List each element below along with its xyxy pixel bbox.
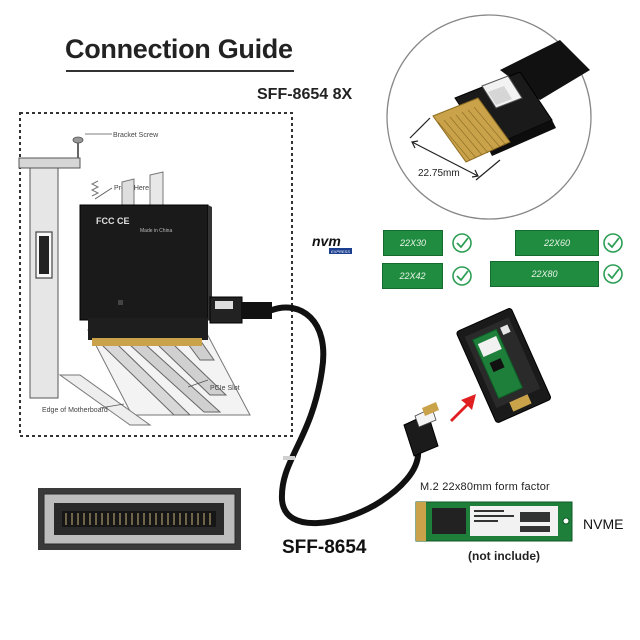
title-underline (66, 70, 294, 72)
module-22x42: 22X42 (382, 263, 443, 289)
press-spring-icon (90, 180, 100, 197)
module-22x80: 22X80 (490, 261, 599, 287)
module-22x30: 22X30 (383, 230, 443, 256)
card-gold-fingers (92, 338, 202, 346)
nvm-logo-subtext: EXPRESS (331, 249, 350, 254)
card-fcc-ce: FCC CE (96, 216, 130, 226)
form-factor-label: M.2 22x80mm form factor (420, 481, 550, 493)
dimension-line (409, 117, 501, 181)
check-circle-icon (603, 264, 623, 284)
port-closeup (38, 488, 241, 550)
connector-label: SFF-8654 8X (257, 86, 353, 103)
motherboard-edge-callout: Edge of Motherboard (42, 407, 108, 414)
cable-clip (283, 456, 295, 460)
connector-closeup (432, 40, 590, 163)
not-included-label: (not include) (468, 549, 540, 563)
pcie-adapter-card: FCC CE Made in China (79, 204, 212, 346)
check-circle-icon (452, 233, 472, 253)
sff-cable (269, 304, 422, 527)
cable-label: SFF-8654 (282, 537, 367, 558)
bracket-screw-callout: Bracket Screw (113, 132, 159, 139)
card-sff-connector (209, 296, 272, 324)
motherboard-edge-leader (99, 403, 125, 409)
dimension-label: 22.75mm (418, 168, 460, 179)
nvme-ssd (415, 501, 573, 542)
card-made-in: Made in China (140, 228, 172, 234)
nvm-express-logo: nvm EXPRESS (312, 233, 352, 254)
bracket-screw-icon (72, 136, 84, 158)
pcie-slot-callout: PCIe Slot (210, 385, 240, 392)
insert-arrow-icon (450, 394, 476, 422)
press-here-leader (94, 187, 113, 200)
pcie-slot-leader (187, 379, 209, 388)
page-title: Connection Guide (65, 34, 293, 64)
check-circle-icon (452, 266, 472, 286)
module-22x60: 22X60 (515, 230, 599, 256)
m2-adapter-board (456, 308, 552, 423)
check-circle-icon (603, 233, 623, 253)
bracket-port (39, 236, 49, 274)
nvm-logo-text: nvm (312, 233, 341, 249)
pcie-bracket (18, 157, 81, 399)
card-frame (19, 112, 293, 437)
nvme-label: NVME (583, 516, 624, 532)
cable-end-connector (403, 402, 439, 457)
